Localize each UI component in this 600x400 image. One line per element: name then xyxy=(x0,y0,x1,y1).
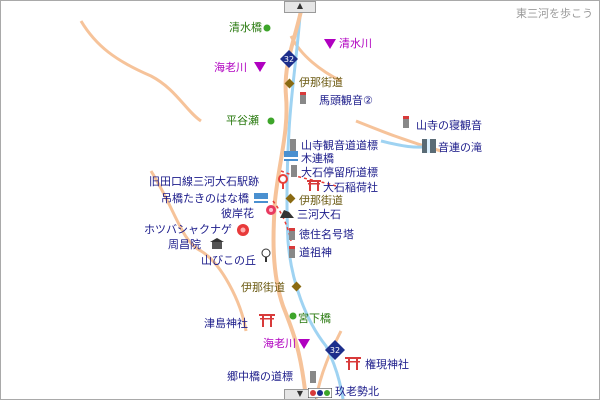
flower-icon[interactable] xyxy=(264,204,278,216)
ina-kaido-label-2[interactable]: 伊那街道 xyxy=(299,194,343,207)
ina-kaido-marker-2 xyxy=(285,193,296,204)
temple-icon[interactable] xyxy=(209,237,225,249)
up-arrow-icon: ▲ xyxy=(296,1,304,10)
hiraya-se-label[interactable]: 平谷瀬 xyxy=(226,114,259,127)
old-station-label[interactable]: 旧田口線三河大石駅跡 xyxy=(149,175,259,188)
stone-marker-icon[interactable] xyxy=(288,138,298,152)
mikawa-oishi-label[interactable]: 三河大石 xyxy=(297,208,341,221)
side-road-bottom-left xyxy=(149,170,248,332)
torii-icon[interactable] xyxy=(259,313,275,327)
hotsubashakunage-label[interactable]: ホツバシャクナゲ xyxy=(144,223,232,236)
bus-stop-icon[interactable] xyxy=(308,388,332,398)
stone-marker-icon[interactable] xyxy=(401,115,411,129)
miyashita-bashi-label[interactable]: 宮下橋 xyxy=(298,312,331,325)
stone-marker-icon[interactable] xyxy=(287,245,297,259)
route-32-badge-south: 32 xyxy=(325,340,345,360)
buro-sehoku-label[interactable]: 玖老勢北 xyxy=(335,385,379,398)
ina-kaido-marker-3 xyxy=(291,281,302,292)
route-32-badge-north: 32 xyxy=(280,50,298,68)
gongen-jinja-label[interactable]: 権現神社 xyxy=(365,358,409,371)
tsuribashi-label[interactable]: 吊橋たきのはな橋 xyxy=(161,192,249,205)
oishi-inari-label[interactable]: 大石稲荷社 xyxy=(323,181,378,194)
ebi-gawa-label-2[interactable]: 海老川 xyxy=(263,337,296,350)
oishi-stop-sign-label[interactable]: 大石停留所道標 xyxy=(301,166,378,179)
down-arrow-icon: ▼ xyxy=(296,389,304,398)
kirenbashi-label[interactable]: 木連橋 xyxy=(301,152,334,165)
waterfall-icon[interactable] xyxy=(422,139,436,153)
pan-north-button[interactable]: ▲ xyxy=(284,1,316,13)
otoren-no-taki-label[interactable]: 音連の滝 xyxy=(438,141,482,154)
walking-trail xyxy=(280,170,337,187)
bridge-icon[interactable] xyxy=(254,193,268,203)
tsushima-jinja-label[interactable]: 津島神社 xyxy=(204,317,248,330)
viewpoint-icon[interactable] xyxy=(259,248,273,262)
higanbana-label[interactable]: 彼岸花 xyxy=(221,207,254,220)
shimizu-bashi-dot xyxy=(263,24,271,32)
torii-icon[interactable] xyxy=(307,179,321,191)
yamadera-kannon-sign-label[interactable]: 山寺観音道道標 xyxy=(301,139,378,152)
site-title: 東三河を歩こう xyxy=(516,7,593,20)
ina-kaido-label-1[interactable]: 伊那街道 xyxy=(299,76,343,89)
bato-kannon-label[interactable]: 馬頭観音② xyxy=(319,94,373,107)
side-road-left xyxy=(79,20,202,123)
miyashita-bashi-dot xyxy=(289,312,297,320)
flower-icon[interactable] xyxy=(236,223,250,237)
gochu-sign-label[interactable]: 郷中橋の道標 xyxy=(227,370,293,383)
svg-text:32: 32 xyxy=(330,346,340,355)
yamabiko-label[interactable]: 山びこの丘 xyxy=(201,254,256,267)
shimizu-gawa-marker xyxy=(324,39,336,49)
ina-kaido-label-3[interactable]: 伊那街道 xyxy=(241,281,285,294)
stone-marker-icon[interactable] xyxy=(289,164,299,178)
stone-marker-icon[interactable] xyxy=(298,91,308,105)
shushoin-label[interactable]: 周昌院 xyxy=(168,238,201,251)
ebi-gawa-marker-2 xyxy=(298,339,310,349)
shimizu-bashi-label[interactable]: 清水橋 xyxy=(229,21,262,34)
stone-marker-icon[interactable] xyxy=(308,370,318,384)
route-32-road xyxy=(271,1,308,399)
rock-icon[interactable] xyxy=(279,207,295,219)
stone-marker-icon[interactable] xyxy=(287,227,297,241)
shimizu-gawa-label[interactable]: 清水川 xyxy=(339,37,372,50)
yamadera-nekannon-label[interactable]: 山寺の寝観音 xyxy=(416,119,482,132)
hiraya-se-dot xyxy=(267,117,275,125)
bridge-icon[interactable] xyxy=(284,151,298,161)
tokuju-myogo-label[interactable]: 徳住名号塔 xyxy=(299,228,354,241)
ebi-gawa-label[interactable]: 海老川 xyxy=(214,61,247,74)
torii-icon[interactable] xyxy=(345,356,361,370)
ebi-gawa-marker xyxy=(254,62,266,72)
dosojin-label[interactable]: 道祖神 xyxy=(299,246,332,259)
svg-text:32: 32 xyxy=(284,55,294,64)
